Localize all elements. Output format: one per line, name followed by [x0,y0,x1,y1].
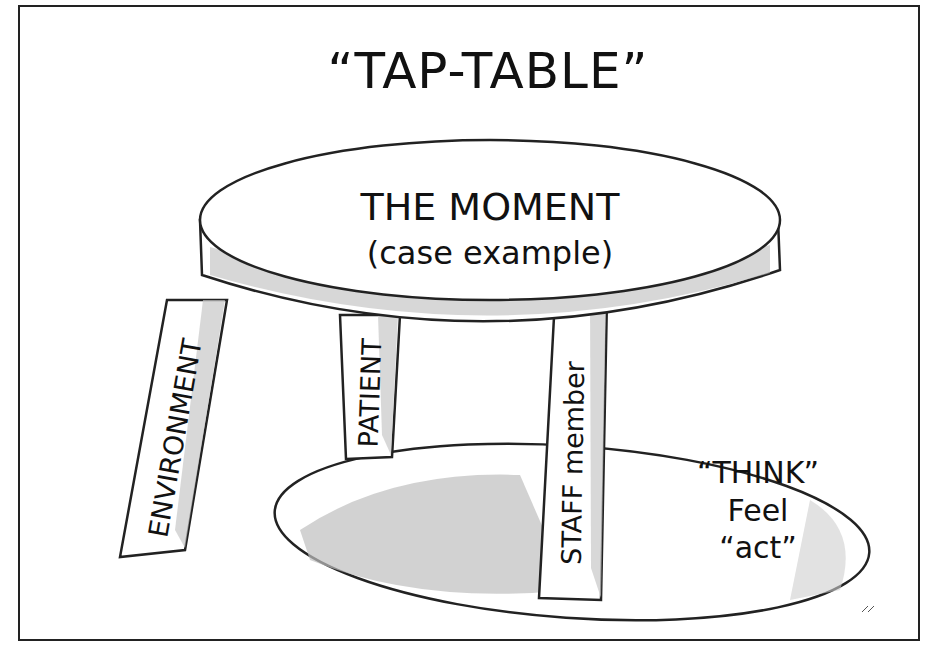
table-leg: STAFF member [535,298,610,606]
leg-outline [340,315,400,459]
node-label: PATIENT [353,338,388,448]
shadow-shading [300,475,570,594]
node-label: (case example) [367,234,613,272]
signature-mark [862,606,874,612]
table-top: THE MOMENT (case example) [190,135,790,330]
frame-border [19,6,919,640]
diagram-title: “TAP-TABLE” [218,42,758,100]
shadow-shading [790,500,846,600]
table-leg: ENVIRONMENT [115,300,230,562]
table-leg: PATIENT [338,315,402,463]
node-label: STAFF member [556,361,591,565]
node-shape [190,135,790,330]
shadow-outline [269,425,876,638]
table-surface [200,140,780,300]
node-label: THE MOMENT [360,185,619,229]
leg-outline [120,300,227,557]
leg-outline [539,298,607,600]
node-label: “THINK” Feel “act” [688,454,828,567]
